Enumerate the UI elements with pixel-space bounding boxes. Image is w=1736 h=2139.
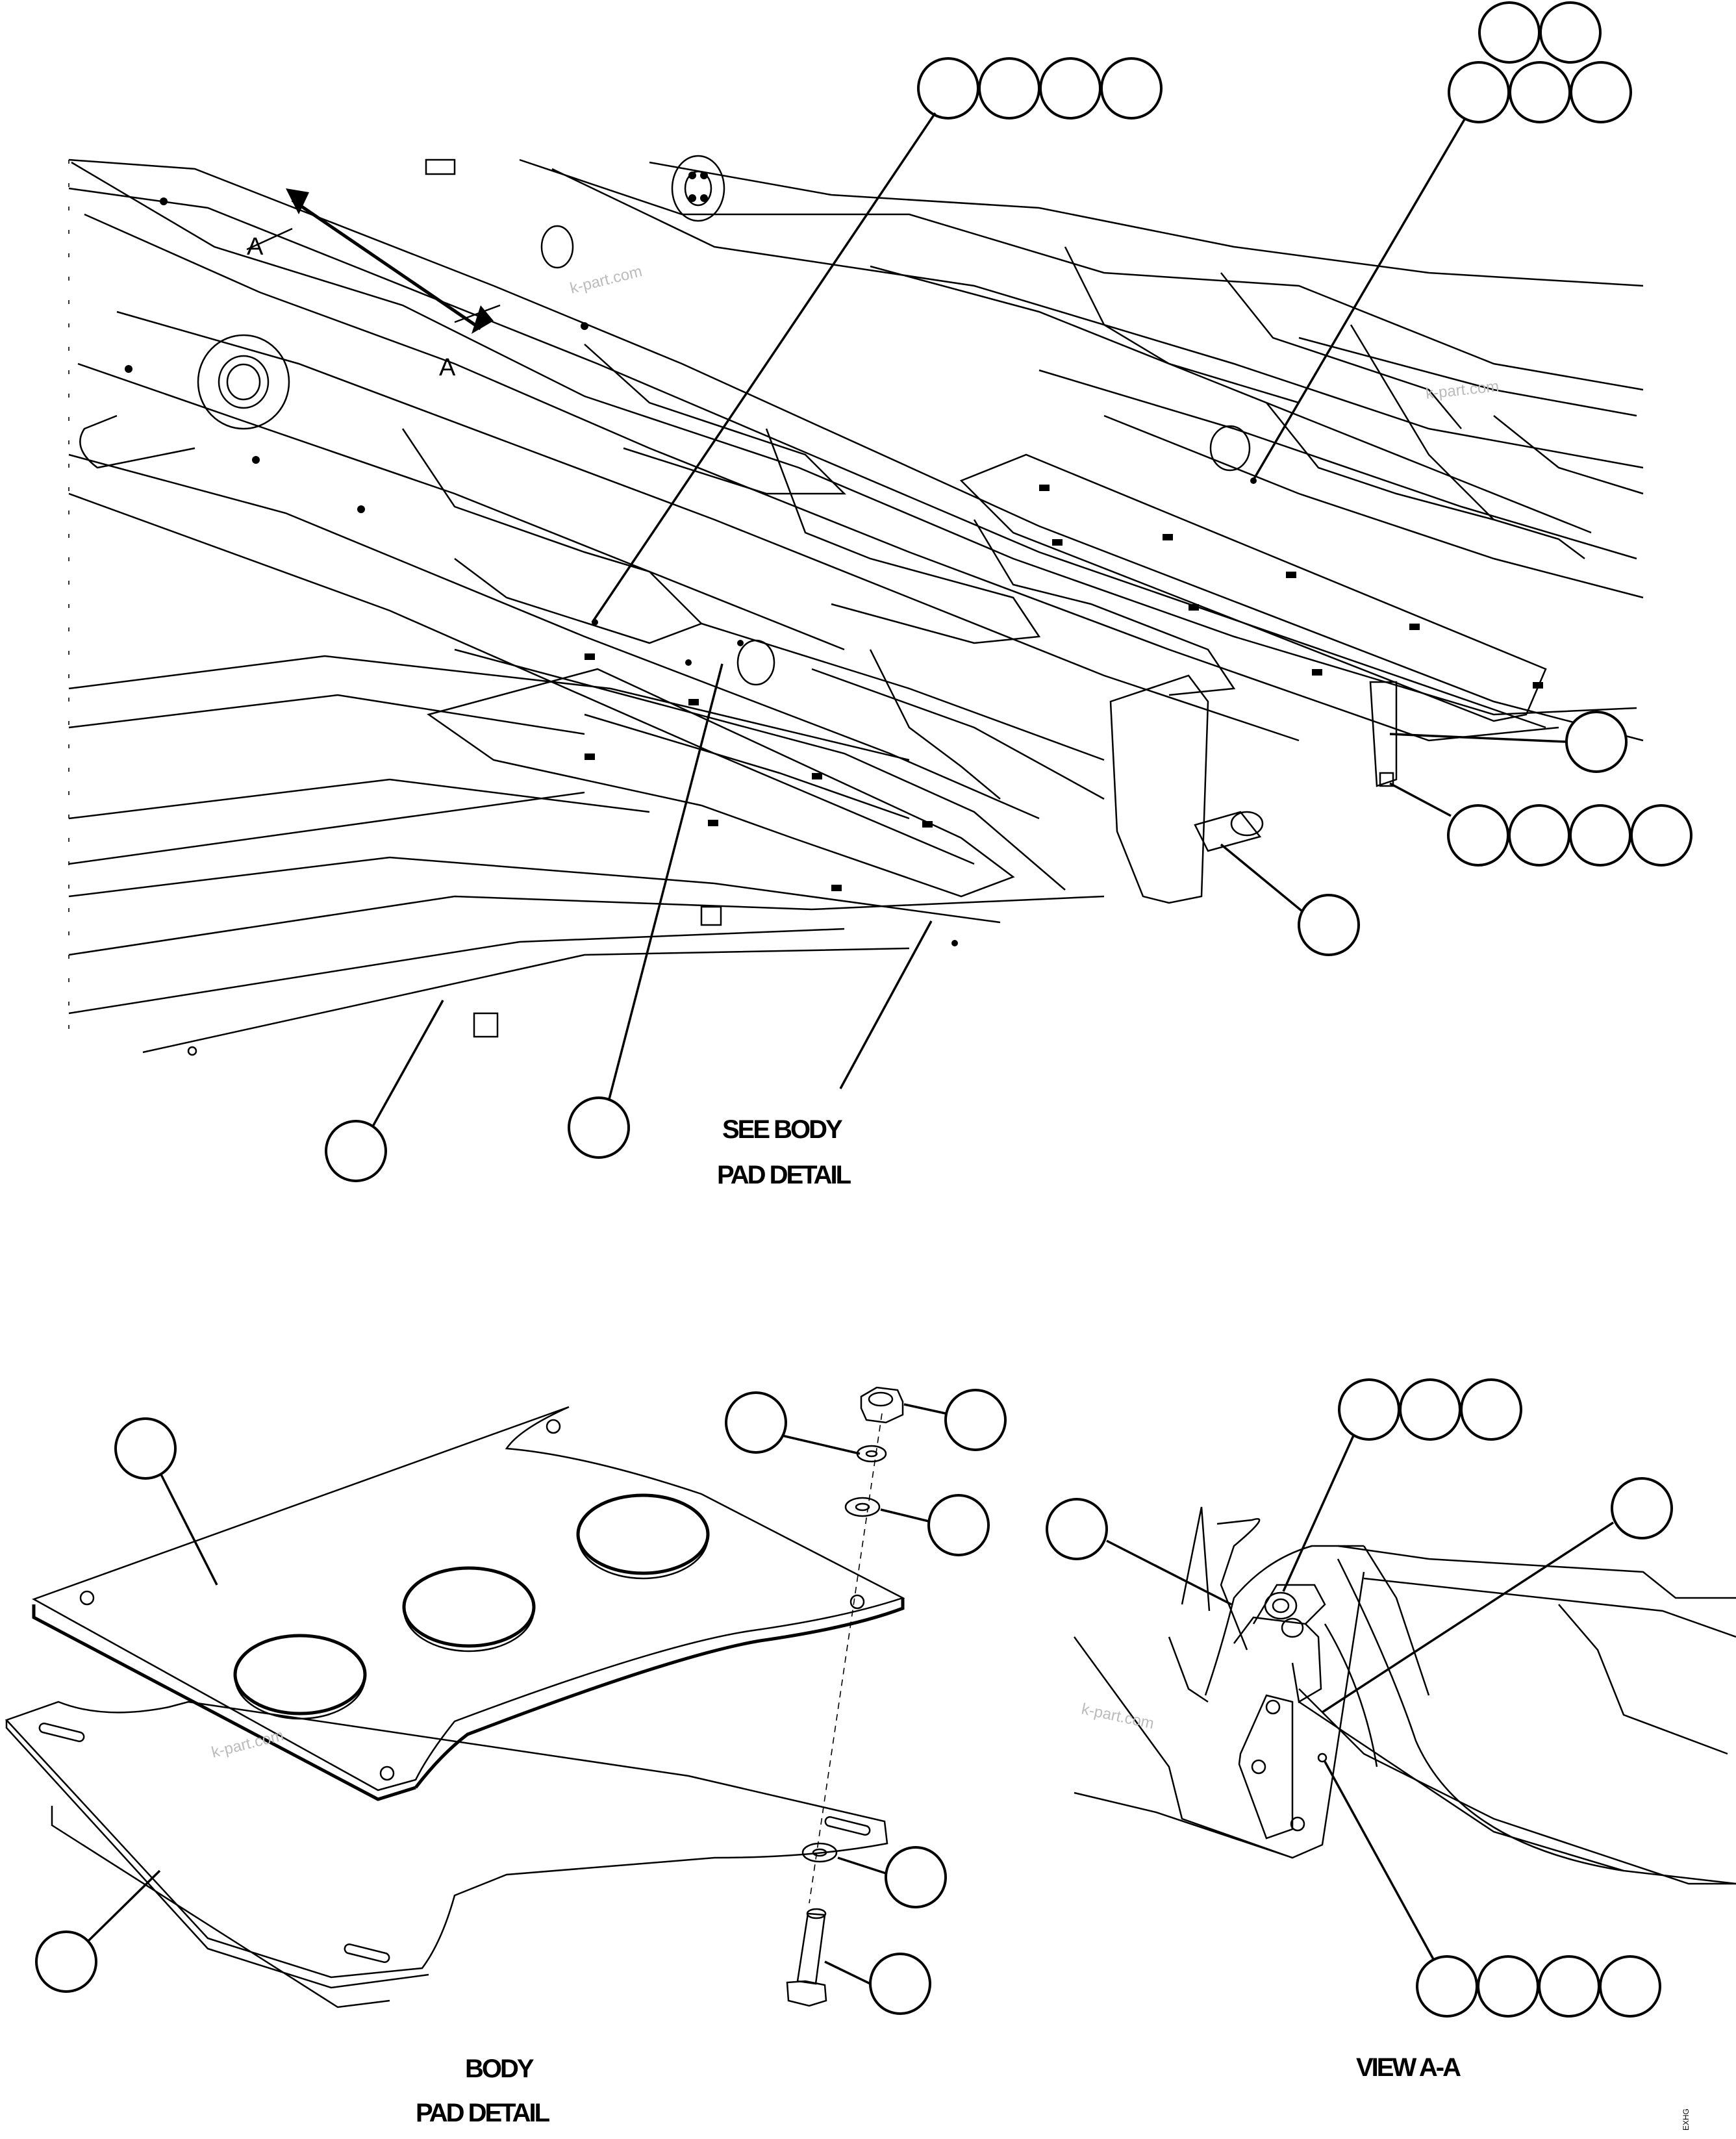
callout-balloon (1508, 804, 1570, 867)
callout-balloon (1570, 61, 1632, 123)
view-a-a: k-part.com (1073, 1506, 1736, 1885)
caption-body: BODY (465, 2055, 535, 2083)
callout-balloon (1448, 61, 1510, 123)
callout-balloon (1509, 61, 1571, 123)
callout-balloon (1538, 1955, 1600, 2018)
frame-assembly-view: A A k-part.com k-part.com (68, 155, 1644, 1056)
bolt-marks (125, 197, 1543, 946)
callout-balloon (114, 1417, 177, 1480)
callout-balloon (568, 1096, 630, 1159)
callout-balloon (1046, 1498, 1108, 1560)
callout-balloon (1100, 57, 1163, 120)
section-arrows: A A (246, 188, 501, 381)
bolt (786, 1908, 827, 2007)
callout-balloon (1477, 1955, 1539, 2018)
callout-balloon (869, 1953, 931, 2015)
flat-washer (844, 1497, 881, 1517)
caption-body-pad-detail: PAD DETAIL (416, 2099, 550, 2127)
callout-balloon (1565, 711, 1628, 773)
callout-balloon (1416, 1955, 1478, 2018)
section-letter-upper: A (247, 233, 264, 260)
callout-balloon (978, 57, 1040, 120)
flat-washer-lower (801, 1842, 838, 1863)
callout-balloon (1630, 804, 1692, 867)
callout-balloon (1611, 1477, 1673, 1539)
callout-balloon (1338, 1378, 1400, 1441)
watermark-4: k-part.com (1080, 1700, 1155, 1732)
watermark-2: k-part.com (1425, 377, 1500, 403)
callouts-main-view (325, 1, 1692, 1182)
callout-balloon (1039, 57, 1101, 120)
callout-balloon (917, 57, 979, 120)
callout-balloon (1599, 1955, 1661, 2018)
callout-balloon (325, 1120, 387, 1182)
callout-balloon (1447, 804, 1509, 867)
callout-balloon (1478, 1, 1541, 64)
caption-see-body: SEE BODY (722, 1115, 843, 1144)
callout-balloon (1539, 1, 1602, 64)
callout-balloon (35, 1930, 97, 1993)
callout-balloon (1399, 1378, 1461, 1441)
watermark-1: k-part.com (568, 262, 644, 297)
body-pad-detail-view: k-part.com (5, 1386, 905, 2008)
callouts-view-a-a (1046, 1378, 1673, 2018)
lock-washer (856, 1445, 887, 1463)
section-letter-lower: A (439, 354, 456, 381)
callout-balloon (1460, 1378, 1522, 1441)
callout-balloon (725, 1391, 787, 1454)
callout-balloon (1298, 894, 1360, 956)
callouts-body-pad (35, 1389, 1007, 2015)
callout-balloon (927, 1494, 990, 1556)
caption-see-body-pad-detail: PAD DETAIL (717, 1161, 851, 1189)
callout-balloon (944, 1389, 1007, 1451)
nut (860, 1386, 904, 1424)
callout-balloon (885, 1846, 947, 1908)
drawing-code: EXHG (1681, 2108, 1691, 2131)
caption-view-a-a: VIEW A-A (1356, 2053, 1461, 2082)
pivot-tubes (79, 155, 1264, 852)
callout-balloon (1569, 804, 1631, 867)
